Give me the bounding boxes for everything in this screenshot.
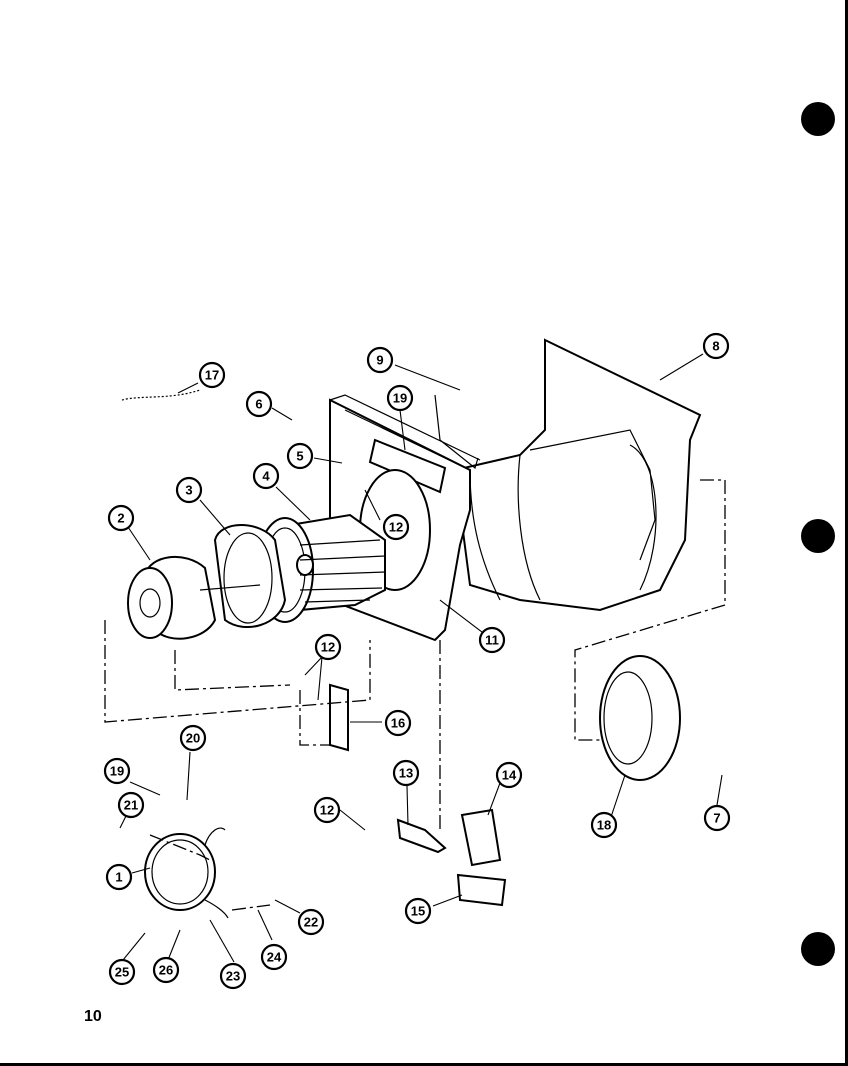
leader-lines bbox=[119, 353, 723, 963]
svg-text:12: 12 bbox=[389, 520, 403, 535]
blower-motor bbox=[127, 555, 261, 640]
callout-25: 25 bbox=[108, 958, 136, 986]
callout-20: 20 bbox=[179, 724, 207, 752]
callout-8: 8 bbox=[702, 332, 730, 360]
callout-17: 17 bbox=[198, 361, 226, 389]
callout-21: 21 bbox=[117, 791, 145, 819]
svg-text:6: 6 bbox=[255, 397, 262, 412]
motor-bracket bbox=[329, 683, 349, 752]
callout-19: 19 bbox=[386, 384, 414, 412]
callout-12: 12 bbox=[382, 513, 410, 541]
clip-part bbox=[396, 818, 447, 854]
callout-2: 2 bbox=[107, 504, 135, 532]
callout-11: 11 bbox=[478, 626, 506, 654]
svg-text:12: 12 bbox=[321, 640, 335, 655]
motor-band bbox=[144, 827, 229, 919]
svg-text:25: 25 bbox=[115, 965, 129, 980]
svg-text:17: 17 bbox=[205, 368, 219, 383]
binder-hole-middle bbox=[801, 519, 835, 553]
assembly-lines bbox=[104, 479, 726, 911]
capacitor-strap bbox=[456, 873, 507, 907]
svg-text:14: 14 bbox=[502, 768, 517, 783]
motor-mount-ring bbox=[213, 524, 287, 629]
svg-text:11: 11 bbox=[485, 633, 499, 648]
svg-text:23: 23 bbox=[226, 969, 240, 984]
scan-edge-right bbox=[845, 0, 848, 1066]
svg-text:13: 13 bbox=[399, 766, 413, 781]
callout-12: 12 bbox=[313, 796, 341, 824]
callout-1: 1 bbox=[105, 863, 133, 891]
svg-text:21: 21 bbox=[124, 798, 138, 813]
svg-text:20: 20 bbox=[186, 731, 200, 746]
blower-housing bbox=[453, 338, 702, 612]
top-brace bbox=[434, 394, 479, 470]
svg-text:15: 15 bbox=[411, 904, 425, 919]
callout-15: 15 bbox=[404, 897, 432, 925]
callout-22: 22 bbox=[297, 908, 325, 936]
callout-23: 23 bbox=[219, 962, 247, 990]
chain bbox=[121, 389, 201, 401]
callout-24: 24 bbox=[260, 943, 288, 971]
callout-6: 6 bbox=[245, 390, 273, 418]
svg-text:7: 7 bbox=[713, 811, 720, 826]
svg-text:3: 3 bbox=[185, 483, 192, 498]
svg-text:1: 1 bbox=[115, 870, 122, 885]
svg-text:2: 2 bbox=[117, 511, 124, 526]
svg-text:5: 5 bbox=[296, 449, 303, 464]
binder-hole-top bbox=[801, 102, 835, 136]
callout-7: 7 bbox=[703, 804, 731, 832]
svg-text:16: 16 bbox=[391, 716, 405, 731]
svg-text:4: 4 bbox=[262, 469, 270, 484]
capacitor bbox=[460, 808, 502, 867]
callout-14: 14 bbox=[495, 761, 523, 789]
svg-text:8: 8 bbox=[712, 339, 719, 354]
binder-hole-bottom bbox=[801, 932, 835, 966]
svg-text:18: 18 bbox=[597, 818, 611, 833]
callout-26: 26 bbox=[152, 956, 180, 984]
callout-3: 3 bbox=[175, 476, 203, 504]
callout-13: 13 bbox=[392, 759, 420, 787]
svg-text:24: 24 bbox=[267, 950, 282, 965]
svg-text:22: 22 bbox=[304, 915, 318, 930]
callout-19: 19 bbox=[103, 757, 131, 785]
svg-text:9: 9 bbox=[376, 353, 383, 368]
callout-12: 12 bbox=[314, 633, 342, 661]
outlet-ring bbox=[599, 655, 681, 781]
svg-text:19: 19 bbox=[393, 391, 407, 406]
svg-text:26: 26 bbox=[159, 963, 173, 978]
brace-bracket bbox=[368, 438, 447, 494]
page-number: 10 bbox=[84, 1008, 102, 1025]
callout-5: 5 bbox=[286, 442, 314, 470]
callouts: 17 6 9 19 8 5 4 3 2 12 11 12 16 20 19 21… bbox=[103, 332, 731, 990]
svg-text:19: 19 bbox=[110, 764, 124, 779]
callout-4: 4 bbox=[252, 462, 280, 490]
callout-18: 18 bbox=[590, 811, 618, 839]
scan-edge-bottom bbox=[0, 1063, 848, 1066]
svg-text:12: 12 bbox=[320, 803, 334, 818]
callout-9: 9 bbox=[366, 346, 394, 374]
callout-16: 16 bbox=[384, 709, 412, 737]
